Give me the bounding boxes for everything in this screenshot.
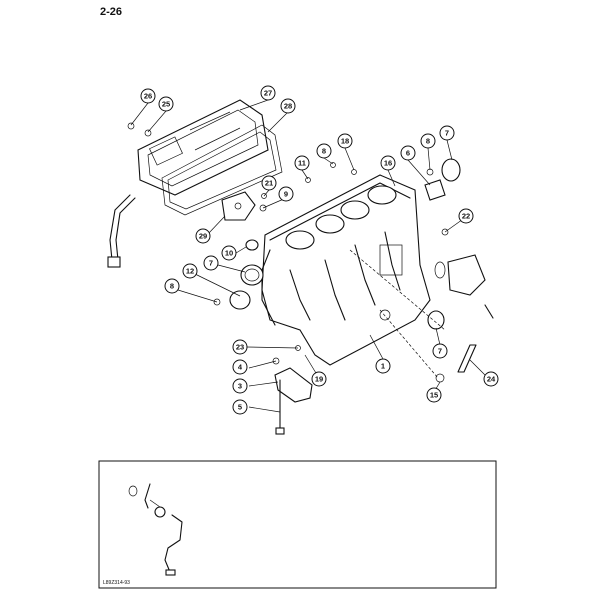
svg-text:28: 28 bbox=[284, 102, 292, 111]
callout-11: 11 bbox=[294, 155, 310, 171]
callout-1: 1 bbox=[375, 358, 391, 374]
svg-text:16: 16 bbox=[384, 159, 392, 168]
svg-text:7: 7 bbox=[209, 259, 213, 268]
seal-ring-left bbox=[240, 264, 264, 286]
svg-text:11: 11 bbox=[298, 159, 306, 168]
callout-29: 29 bbox=[195, 228, 211, 244]
svg-text:12: 12 bbox=[186, 267, 194, 276]
callout-5: 5 bbox=[232, 399, 248, 415]
svg-text:3: 3 bbox=[238, 382, 242, 391]
callout-23: 23 bbox=[232, 339, 248, 355]
inset-detail bbox=[98, 460, 497, 589]
svg-text:26: 26 bbox=[144, 92, 152, 101]
callout-8: 8 bbox=[420, 133, 436, 149]
callout-7: 7 bbox=[432, 343, 448, 359]
water-outlet-housing bbox=[447, 254, 486, 296]
svg-text:19: 19 bbox=[315, 375, 323, 384]
svg-text:21: 21 bbox=[265, 179, 273, 188]
callout-18: 18 bbox=[337, 133, 353, 149]
callout-6: 6 bbox=[400, 145, 416, 161]
breather-tube bbox=[109, 194, 131, 261]
callout-10: 10 bbox=[221, 245, 237, 261]
callout-3: 3 bbox=[232, 378, 248, 394]
callout-26: 26 bbox=[140, 88, 156, 104]
svg-text:29: 29 bbox=[199, 232, 207, 241]
callout-28: 28 bbox=[280, 98, 296, 114]
callout-27: 27 bbox=[260, 85, 276, 101]
callout-16: 16 bbox=[380, 155, 396, 171]
svg-text:7: 7 bbox=[438, 347, 442, 356]
figure-code: L89Z314-93 bbox=[103, 580, 130, 586]
water-hose bbox=[457, 344, 477, 373]
cylinder-block bbox=[261, 174, 431, 366]
svg-text:23: 23 bbox=[236, 343, 244, 352]
callout-25: 25 bbox=[158, 96, 174, 112]
svg-text:4: 4 bbox=[238, 363, 243, 372]
callout-8: 8 bbox=[164, 278, 180, 294]
svg-text:6: 6 bbox=[406, 149, 410, 158]
page-number: 2-26 bbox=[100, 6, 123, 18]
plug bbox=[245, 239, 259, 251]
callout-12: 12 bbox=[182, 263, 198, 279]
callout-8: 8 bbox=[316, 143, 332, 159]
side-cover-gasket bbox=[161, 124, 283, 216]
svg-text:8: 8 bbox=[322, 147, 326, 156]
callout-9: 9 bbox=[278, 186, 294, 202]
callout-7: 7 bbox=[439, 125, 455, 141]
callout-7: 7 bbox=[203, 255, 219, 271]
callout-4: 4 bbox=[232, 359, 248, 375]
svg-text:1: 1 bbox=[381, 362, 385, 371]
callout-19: 19 bbox=[311, 371, 327, 387]
main-bearing-cap bbox=[274, 367, 313, 403]
callout-15: 15 bbox=[426, 387, 442, 403]
svg-text:7: 7 bbox=[445, 129, 449, 138]
svg-text:8: 8 bbox=[170, 282, 174, 291]
svg-text:9: 9 bbox=[284, 190, 288, 199]
svg-text:22: 22 bbox=[462, 212, 470, 221]
callout-21: 21 bbox=[261, 175, 277, 191]
callout-24: 24 bbox=[483, 371, 499, 387]
svg-text:25: 25 bbox=[162, 100, 170, 109]
seal-ring-top bbox=[441, 158, 461, 182]
svg-text:15: 15 bbox=[430, 391, 438, 400]
svg-text:18: 18 bbox=[341, 137, 349, 146]
svg-text:5: 5 bbox=[238, 403, 242, 412]
side-cover bbox=[137, 99, 269, 196]
svg-text:10: 10 bbox=[225, 249, 233, 258]
svg-text:24: 24 bbox=[487, 375, 496, 384]
svg-text:8: 8 bbox=[426, 137, 430, 146]
svg-text:27: 27 bbox=[264, 89, 272, 98]
callout-22: 22 bbox=[458, 208, 474, 224]
